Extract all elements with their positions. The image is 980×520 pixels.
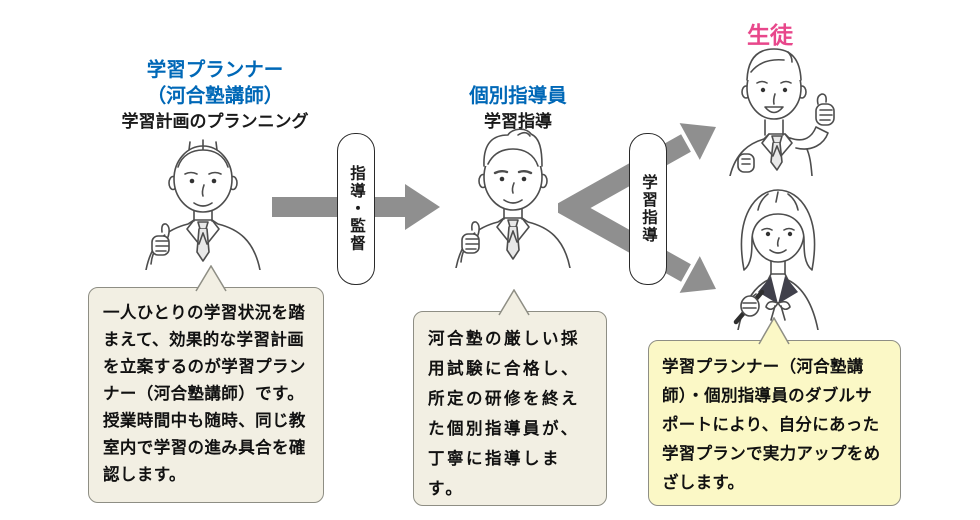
student-girl-illustration: [733, 189, 819, 330]
instructor-header: 個別指導員 学習指導: [418, 83, 618, 132]
students-bubble-tail: [758, 317, 790, 345]
planner-person-illustration: [145, 139, 261, 270]
supervision-label-pill: 指導・監督: [337, 133, 375, 285]
students-title: 生徒: [747, 22, 793, 48]
planner-bubble: 一人ひとりの学習状況を踏 まえて、効果的な学習計画 を立案するのが学習プラン ナ…: [88, 287, 324, 503]
instructor-subtitle: 学習指導: [484, 112, 552, 131]
instructor-bubble-tail: [498, 289, 530, 316]
planner-subtitle: 学習計画のプランニング: [121, 112, 309, 131]
planner-header: 学習プランナー （河合塾講師） 学習計画のプランニング: [85, 57, 345, 132]
planner-title: 学習プランナー （河合塾講師）: [146, 59, 284, 107]
planner-bubble-tail: [195, 265, 227, 292]
teaching-label-pill: 学習指導: [629, 133, 667, 285]
instructor-person-illustration: [455, 128, 571, 268]
instructor-title: 個別指導員: [469, 85, 567, 107]
supervision-label: 指導・監督: [348, 165, 365, 253]
teaching-label: 学習指導: [640, 174, 657, 244]
students-bubble: 学習プランナー（河合塾講 師）・個別指導員のダブルサ ポートにより、自分にあった…: [648, 340, 901, 506]
student-boy-illustration: [729, 48, 835, 176]
instructor-bubble: 河合塾の厳しい採 用試験に合格し、 所定の研修を終え た個別指導員が、 丁寧に指…: [413, 311, 607, 506]
